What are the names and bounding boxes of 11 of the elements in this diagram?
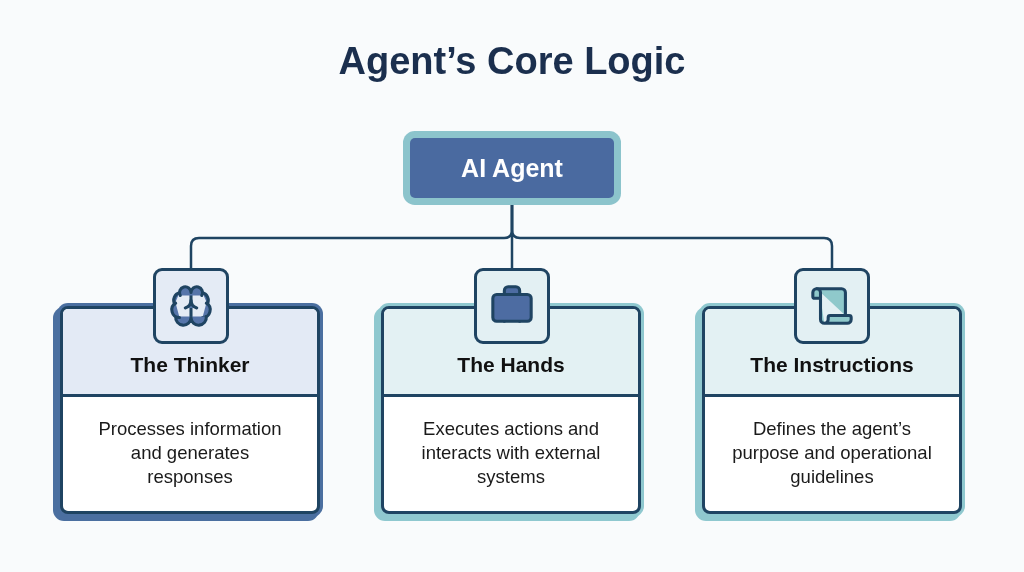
card-heading: The Hands <box>457 353 565 377</box>
icon-frame <box>794 268 870 344</box>
card-description: Processes information and generates responses <box>97 417 283 489</box>
card-description: Executes actions and interacts with external systems <box>420 417 602 489</box>
card-heading: The Instructions <box>750 353 914 377</box>
icon-frame <box>153 268 229 344</box>
card-heading: The Thinker <box>130 353 250 377</box>
agent-label: AI Agent <box>461 153 563 183</box>
icon-frame <box>474 268 550 344</box>
card-description: Defines the agent’s purpose and operational guidelines <box>731 417 933 489</box>
diagram-title: Agent’s Core Logic <box>338 40 686 83</box>
